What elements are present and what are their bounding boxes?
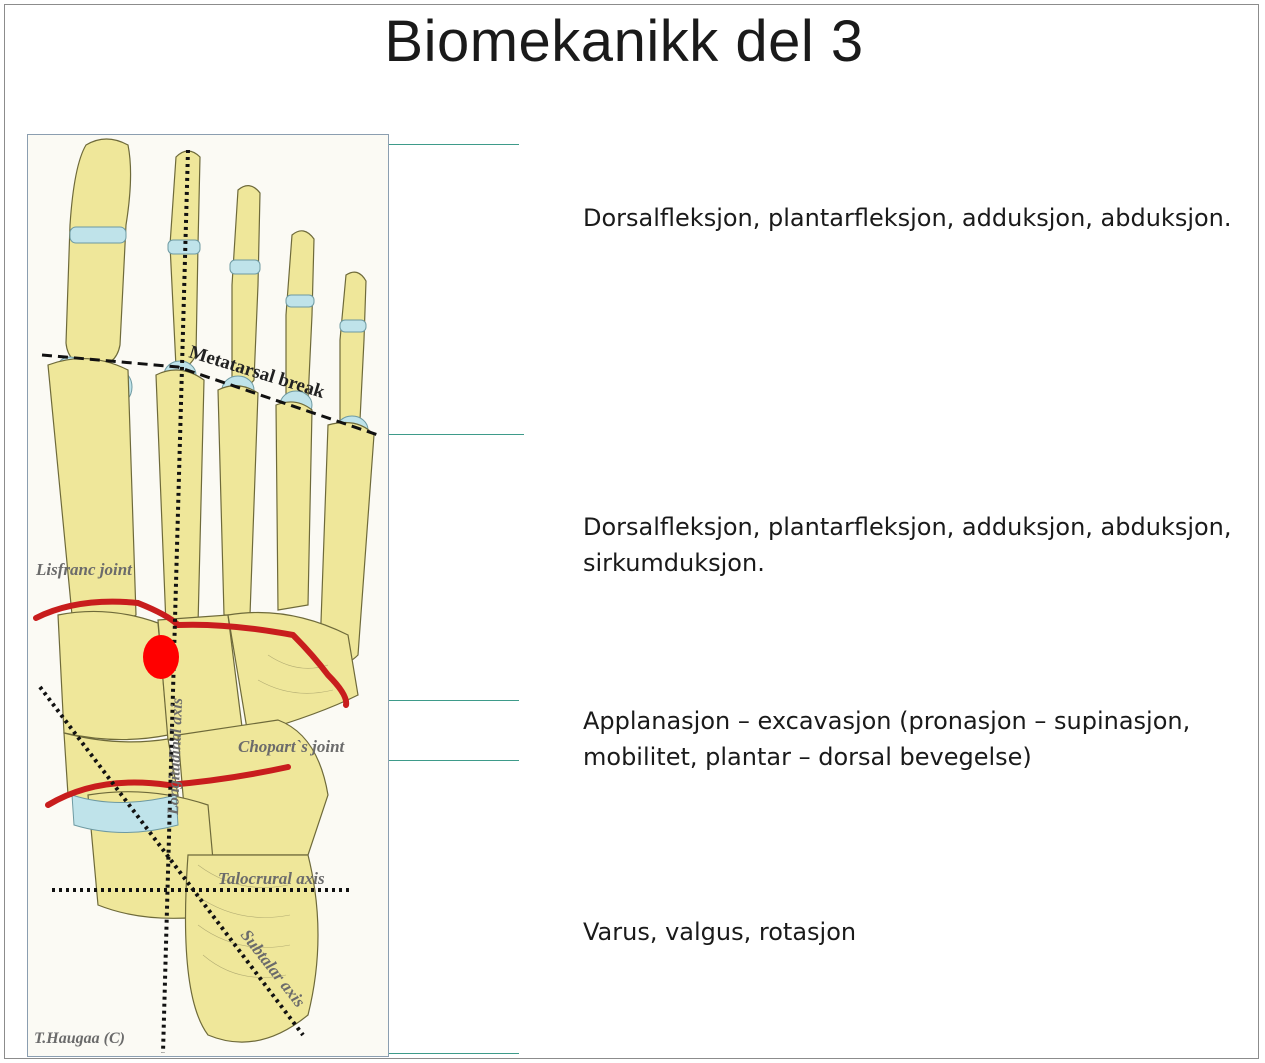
- separator-line: [389, 700, 519, 701]
- separator-line: [389, 434, 524, 435]
- description-metatarsophalangeal: Dorsalfleksjon, plantarfleksjon, adduksj…: [583, 509, 1248, 581]
- foot-anatomy-figure: Metatarsal break Lisfranc joint Longitud…: [27, 134, 389, 1057]
- separator-line: [389, 1053, 519, 1054]
- credit-label: T.Haugaa (C): [34, 1030, 125, 1047]
- foot-skeleton-illustration: Metatarsal break Lisfranc joint Longitud…: [28, 135, 388, 1056]
- slide-title: Biomekanikk del 3: [0, 8, 1248, 75]
- description-midfoot: Applanasjon – excavasjon (pronasjon – su…: [583, 703, 1223, 775]
- separator-line: [389, 760, 519, 761]
- lisfranc-joint-label: Lisfranc joint: [35, 560, 133, 579]
- talocrural-axis-label: Talocrural axis: [218, 869, 325, 888]
- chopart-joint-label: Chopart`s joint: [238, 737, 346, 756]
- description-hindfoot: Varus, valgus, rotasjon: [583, 914, 1253, 950]
- description-toes: Dorsalfleksjon, plantarfleksjon, adduksj…: [583, 200, 1253, 236]
- red-marker: [143, 635, 179, 679]
- separator-line: [389, 144, 519, 145]
